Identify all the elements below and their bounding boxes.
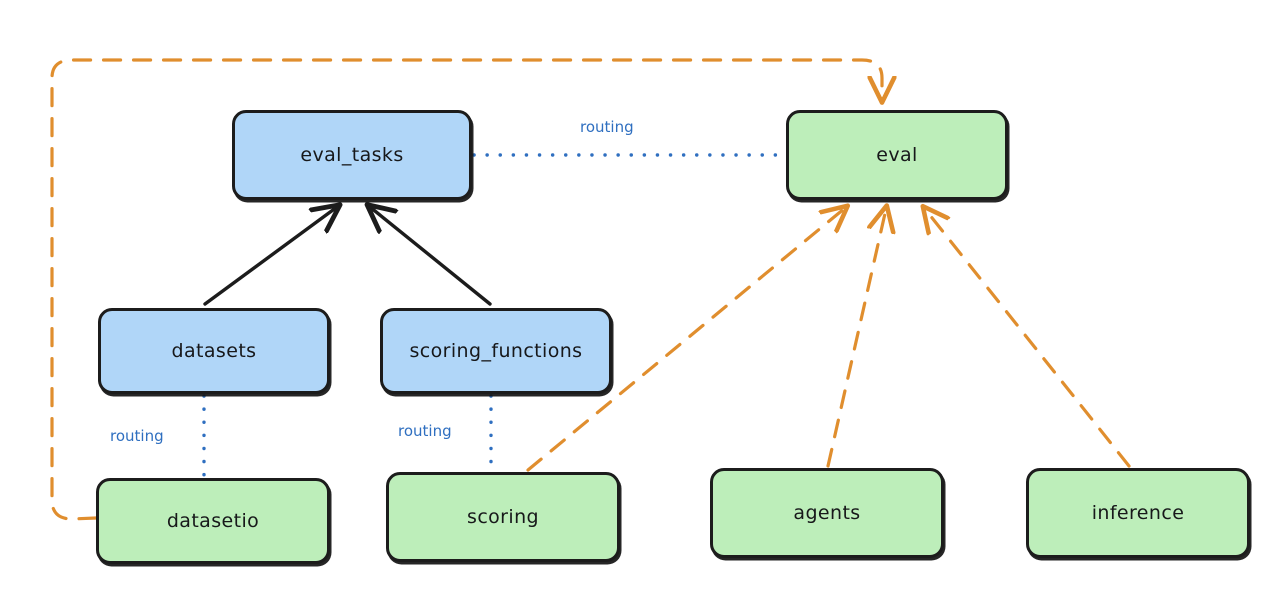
edge-inference-to-eval <box>925 209 1131 468</box>
node-label-scoring: scoring <box>467 506 539 528</box>
node-datasets[interactable]: datasets <box>98 308 330 394</box>
edge-scoring_functions-to-eval_tasks <box>370 207 492 306</box>
node-datasetio[interactable]: datasetio <box>96 478 330 564</box>
edge-scoring-to-eval <box>526 208 845 472</box>
node-label-eval: eval <box>876 144 918 166</box>
edge-label-routing-datasetio: routing <box>110 427 164 445</box>
edge-label-routing-scoring: routing <box>398 422 452 440</box>
node-agents[interactable]: agents <box>710 468 944 558</box>
node-label-datasets: datasets <box>171 340 257 362</box>
edge-datasetio-to-eval <box>50 58 882 521</box>
edge-label-routing-eval: routing <box>580 118 634 136</box>
node-label-scoring-functions: scoring_functions <box>409 340 583 362</box>
node-label-agents: agents <box>793 502 861 524</box>
edge-agents-to-eval <box>826 209 886 468</box>
node-eval-tasks[interactable]: eval_tasks <box>232 110 472 200</box>
node-scoring-functions[interactable]: scoring_functions <box>380 308 612 394</box>
node-label-inference: inference <box>1091 502 1185 524</box>
node-label-eval-tasks: eval_tasks <box>300 144 404 166</box>
node-eval[interactable]: eval <box>786 110 1008 200</box>
node-label-datasetio: datasetio <box>166 510 260 532</box>
node-inference[interactable]: inference <box>1026 468 1250 558</box>
edge-datasets-to-eval_tasks <box>203 207 337 306</box>
node-scoring[interactable]: scoring <box>386 472 620 562</box>
